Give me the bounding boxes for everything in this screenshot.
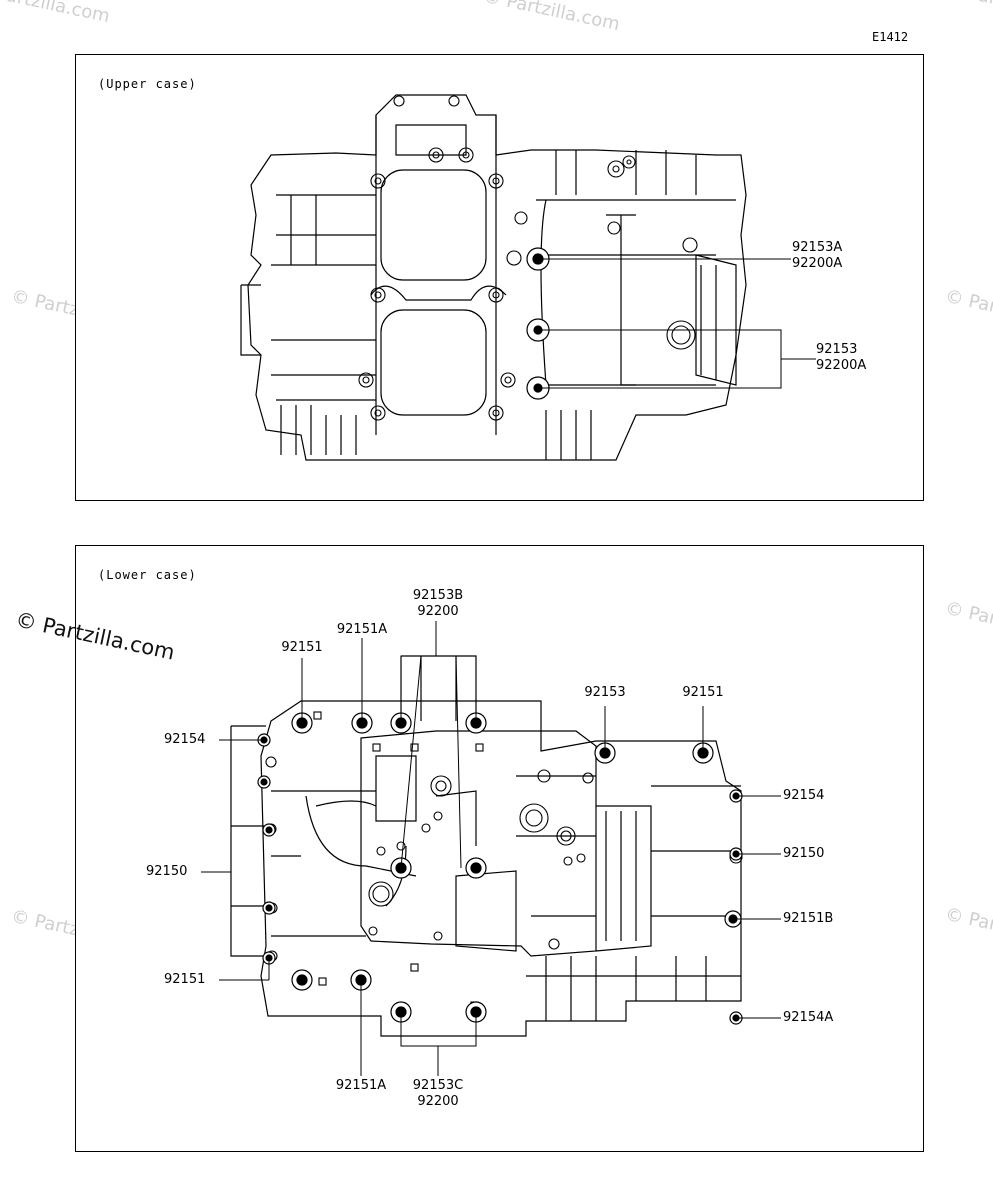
label-92153: 92153 [816,342,858,357]
watermark: © Partzilla.com [943,903,993,954]
label-92154A: 92154A [783,1010,834,1025]
upper-case-drawing [240,94,816,461]
label-92151: 92151 [281,640,323,655]
watermark: © Partzilla.com [0,0,112,28]
label-92151A: 92151A [336,622,388,637]
label-92154: 92154 [783,788,825,803]
label-92153: 92153 [584,685,626,700]
watermark: © Partzilla.com [943,0,993,28]
label-92153C: 92153C [412,1078,464,1093]
label-92151B: 92151B [783,911,834,926]
label-92150: 92150 [783,846,825,861]
upper-case-panel: (Upper case) [75,54,924,501]
label-92200: 92200 [417,604,459,619]
lower-case-panel: (Lower case) [75,545,924,1152]
watermark: © Partzilla.com [481,0,622,36]
label-92200A: 92200A [816,358,867,373]
watermark: © Partzilla.com [943,285,993,336]
label-92200: 92200 [417,1094,459,1109]
label-92151A: 92151A [335,1078,387,1093]
label-92151: 92151 [682,685,724,700]
label-92150: 92150 [146,864,188,879]
label-92154: 92154 [164,732,206,747]
label-92153A: 92153A [792,240,843,255]
lower-case-drawing [201,621,781,1076]
label-92153B: 92153B [412,588,464,603]
label-92200A: 92200A [792,256,843,271]
label-92151: 92151 [164,972,206,987]
lower-case-title: (Lower case) [98,568,197,582]
upper-case-title: (Upper case) [98,77,197,91]
diagram-id: E1412 [872,30,909,44]
watermark: © Partzilla.com [943,597,993,648]
